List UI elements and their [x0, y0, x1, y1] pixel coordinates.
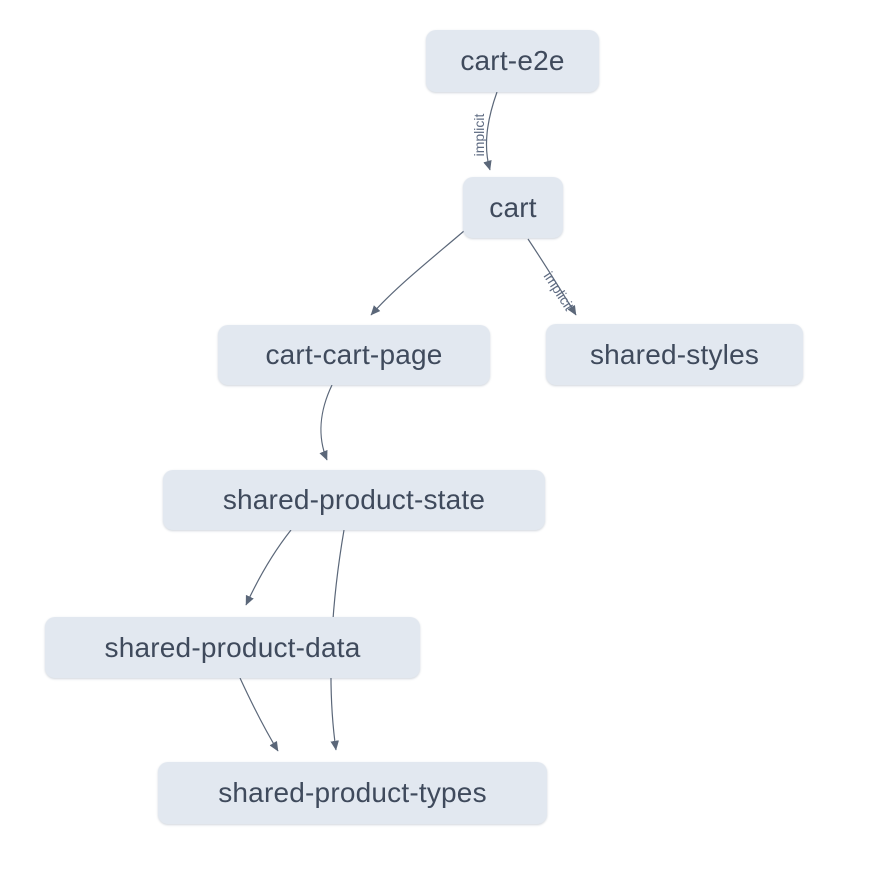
edge-cart-e2e-to-cart[interactable] — [483, 91, 498, 171]
node-shared-product-types[interactable]: shared-product-types — [158, 762, 547, 824]
node-label: shared-product-state — [222, 484, 486, 515]
node-label: shared-product-types — [218, 777, 487, 808]
node-cart-cart-page[interactable]: cart-cart-page — [218, 325, 490, 385]
edge-shared-product-data-to-shared-product-types[interactable] — [239, 677, 279, 752]
node-label: cart-e2e — [460, 45, 565, 76]
node-shared-product-data[interactable]: shared-product-data — [45, 617, 420, 678]
node-shared-product-state[interactable]: shared-product-state — [163, 470, 545, 530]
node-cart-e2e[interactable]: cart-e2e — [426, 30, 599, 92]
node-label: cart-cart-page — [265, 339, 443, 370]
node-label: shared-product-data — [104, 631, 361, 663]
edge-cart-to-cart-cart-page[interactable] — [370, 230, 465, 316]
edge-cart-to-shared-styles[interactable] — [527, 238, 577, 316]
node-label: cart — [489, 191, 537, 223]
edge-shared-product-state-to-shared-product-data[interactable] — [245, 529, 292, 606]
node-cart[interactable]: cart — [463, 177, 563, 238]
node-label: shared-styles — [589, 338, 760, 370]
edge-cart-cart-page-to-shared-product-state[interactable] — [319, 384, 333, 461]
node-shared-styles[interactable]: shared-styles — [546, 324, 803, 385]
